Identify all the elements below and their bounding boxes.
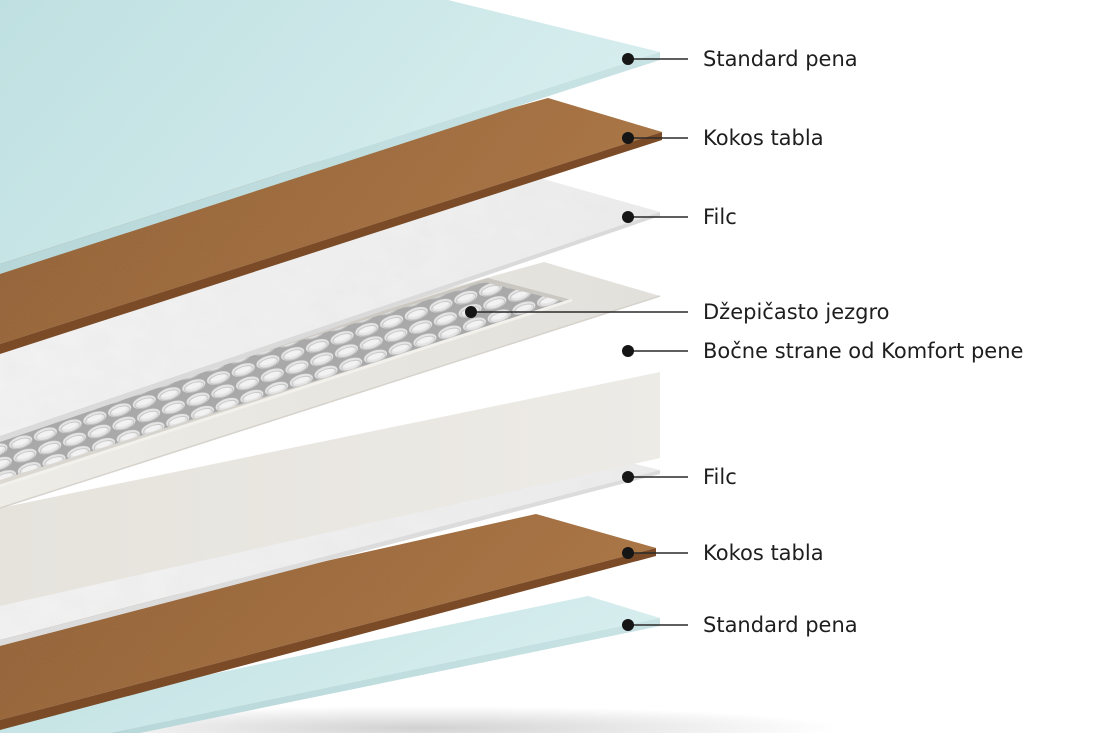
label-felt-bottom: Filc [703, 465, 737, 489]
label-pocket-spring-core: Džepičasto jezgro [703, 300, 890, 324]
label-coconut-bottom: Kokos tabla [703, 541, 824, 565]
label-coconut-top: Kokos tabla [703, 126, 824, 150]
layer-coconut-bottom [0, 514, 656, 730]
callout-dot-7 [622, 547, 634, 559]
callout-dot-8 [622, 619, 634, 631]
callout-dot-4 [465, 306, 477, 318]
callouts [471, 58, 688, 626]
label-standard-foam-top: Standard pena [703, 47, 858, 71]
callout-dot-3 [622, 211, 634, 223]
callout-dot-6 [622, 471, 634, 483]
layer-felt-top [0, 178, 660, 442]
callout-dots [465, 53, 634, 631]
callout-dot-5 [622, 345, 634, 357]
layer-coconut-top [0, 98, 662, 354]
layer-standard-foam-top [0, 0, 660, 274]
label-standard-foam-bottom: Standard pena [703, 613, 858, 637]
label-felt-top: Filc [703, 205, 737, 229]
layer-standard-foam-bottom [0, 596, 660, 733]
layer-pocket-spring-core [0, 262, 661, 606]
callout-dot-1 [622, 53, 634, 65]
label-comfort-foam-sides: Bočne strane od Komfort pene [703, 339, 1024, 363]
callout-dot-2 [622, 132, 634, 144]
